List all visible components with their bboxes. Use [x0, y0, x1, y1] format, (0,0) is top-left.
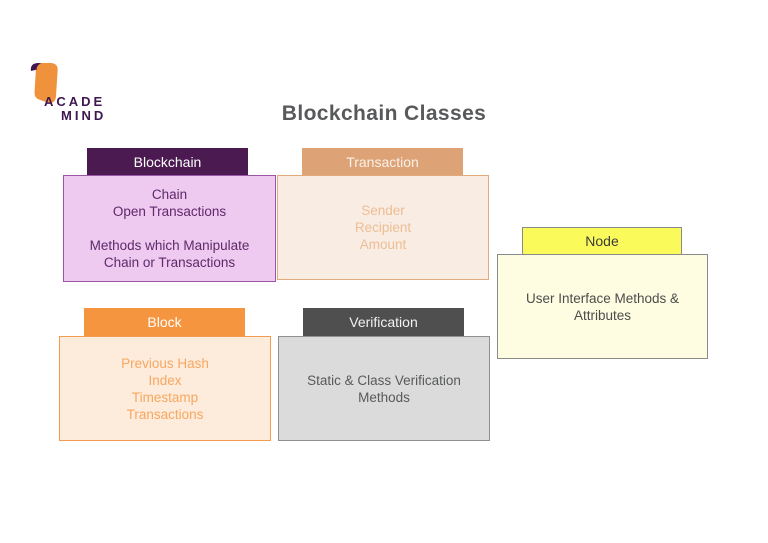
class-card-verification: Verification Static & Class Verification…: [278, 308, 490, 441]
card-body-transaction: Sender Recipient Amount: [277, 175, 489, 280]
logo-text-acade: ACADE: [44, 94, 106, 109]
class-card-blockchain: Blockchain Chain Open Transactions Metho…: [63, 148, 276, 282]
class-card-node: Node User Interface Methods & Attributes: [497, 227, 708, 359]
card-tab-transaction: Transaction: [302, 148, 463, 175]
card-tab-block: Block: [84, 308, 245, 336]
logo-text-mind: MIND: [61, 108, 107, 123]
academind-logo: ACADE MIND: [28, 60, 138, 124]
card-line: Transactions: [126, 406, 204, 422]
card-body-blockchain: Chain Open Transactions Methods which Ma…: [63, 175, 276, 282]
card-line: Methods: [358, 389, 410, 405]
card-body-verification: Static & Class Verification Methods: [278, 336, 490, 441]
card-body-block: Previous Hash Index Timestamp Transactio…: [59, 336, 271, 441]
page-title: Blockchain Classes: [281, 102, 487, 125]
card-line: Methods which Manipulate: [89, 238, 250, 253]
card-line: Previous Hash: [121, 355, 209, 371]
card-line: Index: [148, 372, 182, 388]
card-line: Chain or Transactions: [103, 255, 236, 270]
card-line: Recipient: [354, 220, 412, 235]
card-line-spacer: [64, 220, 275, 237]
card-line: Sender: [361, 203, 405, 218]
card-line: User Interface Methods &: [525, 290, 680, 306]
card-line: Static & Class Verification: [307, 372, 461, 388]
card-tab-blockchain: Blockchain: [87, 148, 248, 175]
card-line: Attributes: [573, 307, 632, 323]
card-line: Open Transactions: [112, 204, 227, 219]
class-card-block: Block Previous Hash Index Timestamp Tran…: [59, 308, 271, 441]
card-line: Timestamp: [131, 389, 199, 405]
class-card-transaction: Transaction Sender Recipient Amount: [277, 148, 489, 280]
card-body-node: User Interface Methods & Attributes: [497, 254, 708, 359]
card-line: Chain: [151, 187, 188, 202]
card-line: Amount: [359, 237, 407, 252]
card-tab-node: Node: [522, 227, 682, 254]
card-tab-verification: Verification: [303, 308, 464, 336]
